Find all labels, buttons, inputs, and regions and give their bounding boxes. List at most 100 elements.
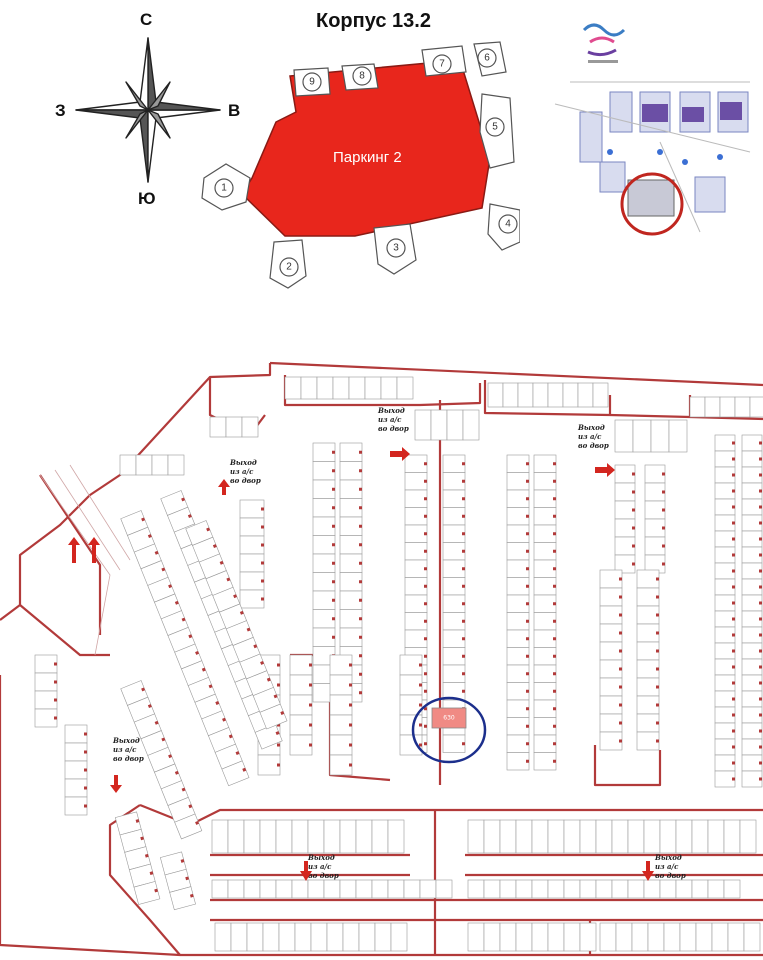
parking-spot[interactable] <box>533 507 557 526</box>
parking-spot[interactable] <box>668 419 688 453</box>
parking-spot[interactable] <box>332 376 350 400</box>
parking-spot[interactable] <box>358 922 376 952</box>
parking-spot[interactable] <box>404 612 428 631</box>
parking-spot[interactable] <box>691 879 709 899</box>
parking-spot[interactable] <box>404 577 428 596</box>
parking-spot[interactable] <box>239 535 265 555</box>
parking-spot[interactable] <box>467 922 485 952</box>
parking-spot[interactable] <box>627 819 645 854</box>
parking-spot[interactable] <box>211 879 229 899</box>
parking-spot[interactable] <box>275 819 293 854</box>
parking-spot[interactable] <box>151 454 169 476</box>
parking-spot[interactable] <box>506 542 530 561</box>
parking-spot[interactable] <box>403 879 421 899</box>
parking-spot[interactable] <box>734 396 751 418</box>
parking-spot[interactable] <box>312 498 336 518</box>
parking-spot[interactable] <box>650 419 670 453</box>
parking-spot[interactable] <box>312 572 336 592</box>
parking-spot[interactable] <box>34 672 58 692</box>
parking-spot[interactable] <box>611 819 629 854</box>
parking-spot[interactable] <box>355 879 373 899</box>
parking-spot[interactable] <box>64 742 88 762</box>
parking-spot[interactable] <box>533 699 557 718</box>
parking-spot[interactable] <box>34 708 58 728</box>
parking-spot[interactable] <box>579 879 597 899</box>
building-3[interactable] <box>373 223 417 275</box>
parking-spot[interactable] <box>547 819 565 854</box>
parking-spot[interactable] <box>329 734 353 756</box>
parking-spot[interactable] <box>446 409 464 441</box>
parking-spot[interactable] <box>371 879 389 899</box>
parking-spot[interactable] <box>533 559 557 578</box>
parking-spot[interactable] <box>719 396 736 418</box>
parking-spot[interactable] <box>679 922 697 952</box>
parking-spot[interactable] <box>599 677 623 697</box>
parking-spot[interactable] <box>246 922 264 952</box>
parking-spot[interactable] <box>396 376 414 400</box>
parking-spot[interactable] <box>307 819 325 854</box>
parking-spot[interactable] <box>135 454 153 476</box>
parking-spot[interactable] <box>615 922 633 952</box>
parking-spot[interactable] <box>329 754 353 776</box>
parking-spot[interactable] <box>339 609 363 629</box>
parking-spot[interactable] <box>643 819 661 854</box>
parking-spot[interactable] <box>483 879 501 899</box>
parking-spot[interactable] <box>691 819 709 854</box>
parking-spot[interactable] <box>227 819 245 854</box>
parking-spot[interactable] <box>312 590 336 610</box>
parking-spot[interactable] <box>404 559 428 578</box>
parking-spot[interactable] <box>239 571 265 591</box>
parking-spot[interactable] <box>390 922 408 952</box>
parking-spot[interactable] <box>294 922 312 952</box>
parking-spot[interactable] <box>227 879 245 899</box>
parking-spot[interactable] <box>467 819 485 854</box>
parking-spot[interactable] <box>663 922 681 952</box>
parking-spot[interactable] <box>342 922 360 952</box>
parking-spot[interactable] <box>563 879 581 899</box>
parking-spot[interactable] <box>563 922 581 952</box>
parking-spot[interactable] <box>404 629 428 648</box>
parking-spot[interactable] <box>636 587 660 607</box>
parking-spot[interactable] <box>404 524 428 543</box>
parking-spot[interactable] <box>442 507 466 526</box>
parking-spot[interactable] <box>291 819 309 854</box>
parking-spot[interactable] <box>632 419 652 453</box>
parking-spot[interactable] <box>467 879 485 899</box>
parking-spot[interactable] <box>323 879 341 899</box>
highlighted-spot-group[interactable]: 630 <box>411 696 487 764</box>
parking-spot[interactable] <box>312 609 336 629</box>
parking-spot[interactable] <box>239 553 265 573</box>
parking-spot[interactable] <box>599 695 623 715</box>
parking-spot[interactable] <box>533 629 557 648</box>
parking-spot[interactable] <box>399 714 423 736</box>
parking-spot[interactable] <box>517 382 534 408</box>
parking-spot[interactable] <box>599 731 623 751</box>
parking-spot[interactable] <box>284 376 302 400</box>
building-2[interactable] <box>269 239 307 289</box>
parking-spot[interactable] <box>430 409 448 441</box>
parking-spot[interactable] <box>34 654 58 674</box>
parking-spot[interactable] <box>723 819 741 854</box>
parking-spot[interactable] <box>636 713 660 733</box>
parking-spot[interactable] <box>355 819 373 854</box>
parking-spot[interactable] <box>329 654 353 676</box>
parking-spot[interactable] <box>499 879 517 899</box>
parking-spot[interactable] <box>636 605 660 625</box>
parking-spot[interactable] <box>749 396 763 418</box>
parking-spot[interactable] <box>339 572 363 592</box>
parking-spot[interactable] <box>278 922 296 952</box>
parking-spot[interactable] <box>307 879 325 899</box>
parking-spot[interactable] <box>595 819 613 854</box>
parking-spot[interactable] <box>442 647 466 666</box>
parking-spot[interactable] <box>64 796 88 816</box>
parking-spot[interactable] <box>291 879 309 899</box>
parking-spot[interactable] <box>533 542 557 561</box>
parking-spot[interactable] <box>404 594 428 613</box>
parking-spot[interactable] <box>371 819 389 854</box>
parking-spot[interactable] <box>533 524 557 543</box>
parking-spot[interactable] <box>230 922 248 952</box>
parking-spot[interactable] <box>515 879 533 899</box>
parking-spot[interactable] <box>211 819 229 854</box>
parking-spot[interactable] <box>499 819 517 854</box>
parking-spot[interactable] <box>506 629 530 648</box>
